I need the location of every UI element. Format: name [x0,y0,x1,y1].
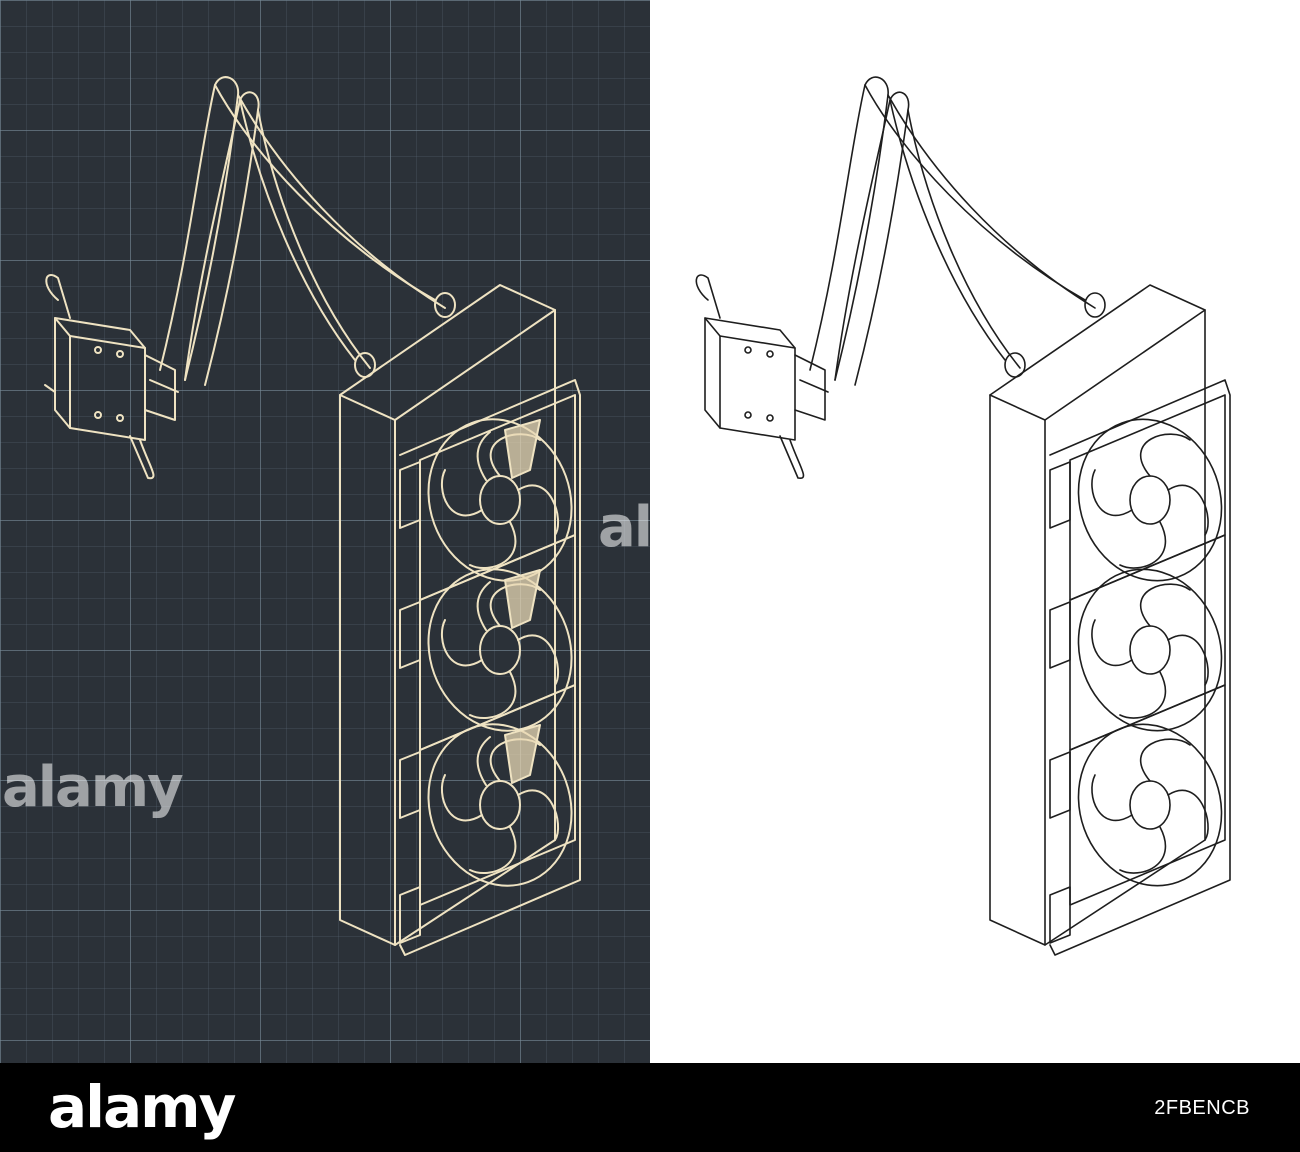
cooler-blueprint-drawing [44,76,581,956]
coolant-tubes [159,76,456,386]
alamy-logo: alamy [48,1073,236,1141]
cooler-line-drawing [695,76,1231,956]
pump-block [44,274,179,480]
footer-bar: alamy 2FBENCB [0,1063,1300,1152]
fan-2 [427,568,573,732]
coolant-tubes-light [809,76,1106,386]
line-art-panel [650,0,1300,1063]
fan-3 [427,723,573,887]
fans-light [1077,418,1223,887]
radiator-body [339,284,581,956]
radiator-body-light [989,284,1231,956]
fan-frames [399,394,576,944]
blueprint-panel: alamy ala [0,0,650,1063]
fan-1 [427,418,573,582]
image-id-label: 2FBENCB [1154,1097,1250,1119]
pump-block-light [695,274,829,479]
